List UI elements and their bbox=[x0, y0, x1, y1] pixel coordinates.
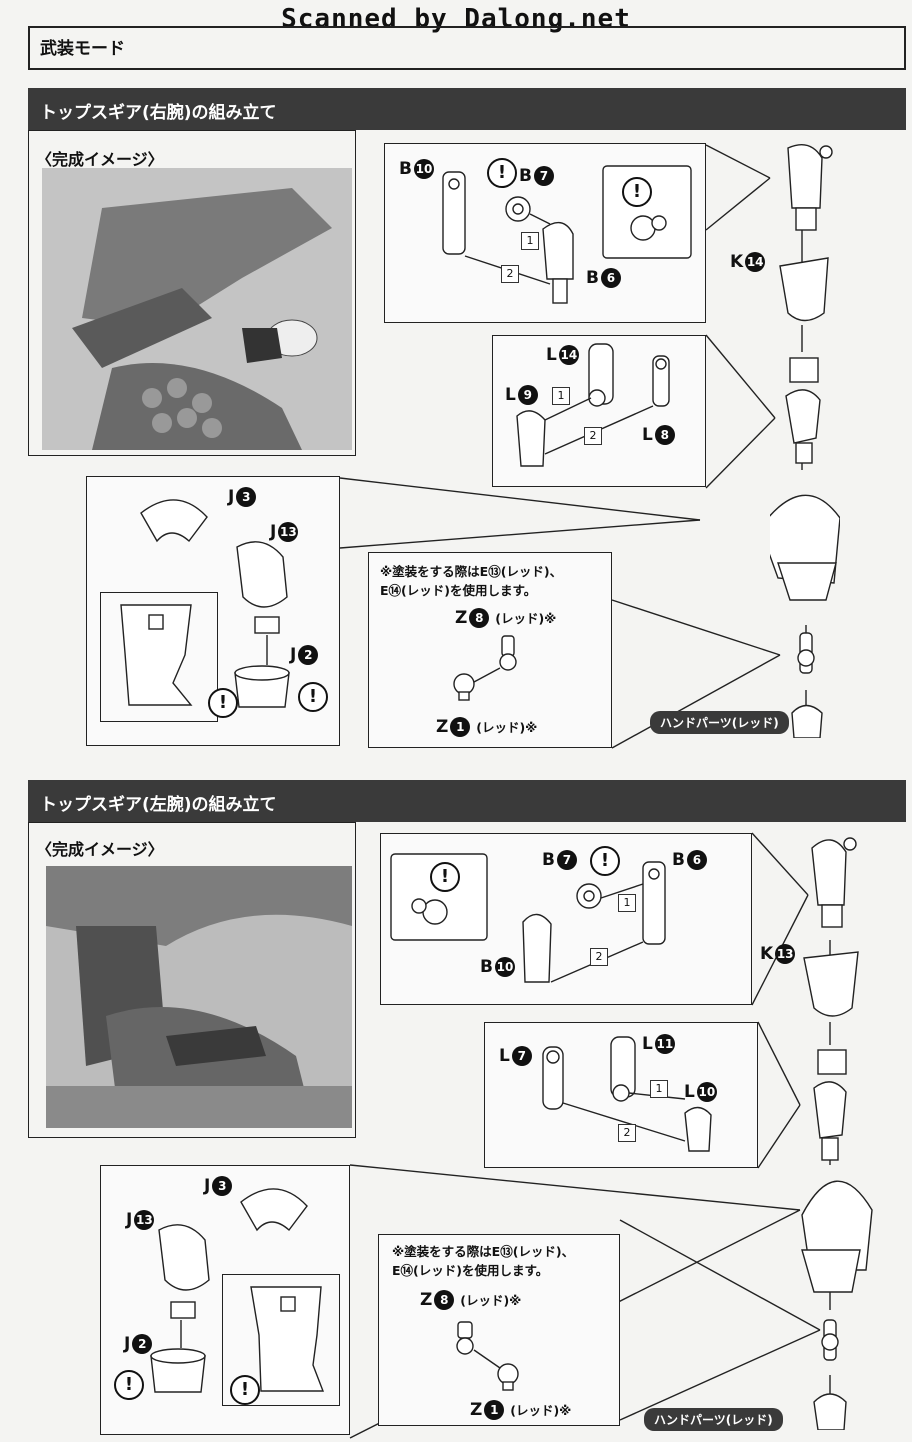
hand-parts-tag: ハンドパーツ(レッド) bbox=[650, 711, 789, 734]
panel-j-drawing bbox=[150, 1188, 308, 1393]
warning-icon: ! bbox=[430, 862, 460, 892]
section-title-left-arm: トップスギア(左腕)の組み立て bbox=[28, 780, 906, 822]
assembly-column-left bbox=[796, 830, 876, 1431]
panel-b-drawing bbox=[390, 853, 666, 983]
paint-note: ※塗装をする際はE⑬(レッド)、 E⑭(レッド)を使用します。 bbox=[392, 1242, 574, 1280]
step-2-marker: 2 bbox=[590, 948, 608, 966]
completion-photo-art bbox=[46, 866, 352, 1128]
z-parts-drawing bbox=[450, 1316, 540, 1400]
step-1-marker: 1 bbox=[650, 1080, 668, 1098]
warning-icon: ! bbox=[487, 158, 517, 188]
warning-icon: ! bbox=[622, 177, 652, 207]
warning-icon: ! bbox=[114, 1370, 144, 1400]
panel-j-drawing bbox=[140, 499, 290, 708]
step-1-marker: 1 bbox=[521, 232, 539, 250]
panel-j-detail-drawing bbox=[250, 1286, 325, 1392]
completion-image-label: 〈完成イメージ〉 bbox=[36, 150, 164, 169]
step-1-marker: 1 bbox=[552, 387, 570, 405]
completion-photo bbox=[46, 866, 352, 1128]
panel-l-drawing bbox=[542, 1036, 712, 1152]
watermark: Scanned by Dalong.net bbox=[281, 4, 631, 34]
step-2-marker: 2 bbox=[618, 1124, 636, 1142]
paint-note-line1: ※塗装をする際はE⑬(レッド)、 bbox=[392, 1244, 575, 1259]
section-title-right-arm: トップスギア(右腕)の組み立て bbox=[28, 88, 906, 130]
paint-note-line2: E⑭(レッド)を使用します。 bbox=[380, 583, 537, 598]
step-1-marker: 1 bbox=[618, 894, 636, 912]
panel-l-parts-left bbox=[484, 1022, 758, 1168]
panel-l-drawing bbox=[516, 343, 670, 467]
completion-image-frame bbox=[28, 130, 356, 456]
completion-photo-art bbox=[42, 168, 352, 450]
panel-z-parts-right bbox=[368, 552, 612, 748]
assembly-column-right bbox=[759, 138, 841, 739]
mode-title: 武装モード bbox=[40, 39, 125, 59]
paint-note-line2: E⑭(レッド)を使用します。 bbox=[392, 1263, 549, 1278]
warning-icon: ! bbox=[590, 846, 620, 876]
assembly-column-drawing bbox=[801, 837, 873, 1431]
panel-l-parts-right bbox=[492, 335, 706, 487]
warning-icon: ! bbox=[230, 1375, 260, 1405]
hand-parts-tag: ハンドパーツ(レッド) bbox=[644, 1408, 783, 1431]
z-parts-art bbox=[453, 635, 517, 701]
warning-icon: ! bbox=[298, 682, 328, 712]
panel-b-parts-right bbox=[384, 143, 706, 323]
completion-photo bbox=[42, 168, 352, 450]
completion-image-label: 〈完成イメージ〉 bbox=[36, 840, 164, 859]
step-2-marker: 2 bbox=[584, 427, 602, 445]
completion-image-frame bbox=[28, 822, 356, 1138]
warning-icon: ! bbox=[208, 688, 238, 718]
panel-j-detail-drawing bbox=[120, 604, 193, 706]
step-2-marker: 2 bbox=[501, 265, 519, 283]
z-parts-drawing bbox=[450, 632, 540, 706]
paint-note: ※塗装をする際はE⑬(レッド)、 E⑭(レッド)を使用します。 bbox=[380, 562, 562, 600]
paint-note-line1: ※塗装をする際はE⑬(レッド)、 bbox=[380, 564, 563, 579]
assembly-column-drawing bbox=[759, 144, 841, 739]
z-parts-art bbox=[456, 1321, 519, 1391]
panel-j-detail-right bbox=[100, 592, 218, 722]
panel-z-parts-left bbox=[378, 1234, 620, 1426]
mode-header-box bbox=[28, 26, 906, 70]
